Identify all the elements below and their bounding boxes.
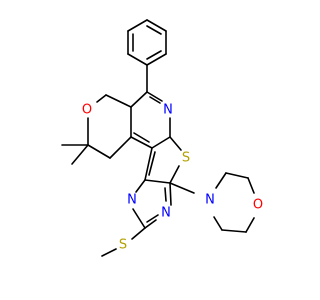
pyrimidine-nitrogen-left-label: N — [127, 193, 137, 208]
bond — [127, 19, 148, 32]
bond — [109, 136, 132, 159]
bond — [144, 147, 153, 181]
bond — [132, 208, 146, 229]
bond — [130, 136, 153, 149]
thiophene-sulfur-label: S — [182, 151, 190, 166]
bond — [164, 187, 167, 202]
bond — [215, 172, 227, 189]
bond — [101, 248, 117, 257]
molecule-canvas: O N S N N N O S — [61, 19, 264, 257]
bond — [151, 136, 171, 149]
bond-layer — [61, 19, 255, 257]
bond — [127, 53, 148, 66]
morpholine-oxygen-label: O — [253, 198, 263, 213]
atom-label-layer: O N S N N N O S — [82, 103, 263, 253]
bond — [146, 91, 163, 102]
bond — [225, 172, 249, 179]
bond — [87, 144, 111, 159]
bond — [146, 50, 162, 60]
bond — [133, 132, 150, 143]
bond — [131, 227, 146, 240]
bond — [221, 229, 247, 233]
pyridine-nitrogen-label: N — [163, 103, 173, 118]
morpholine-nitrogen-label: N — [205, 193, 215, 208]
bond — [146, 19, 167, 32]
bond — [146, 214, 159, 223]
bond — [148, 151, 156, 176]
bond — [245, 217, 255, 233]
bond — [149, 96, 161, 104]
bond — [135, 179, 146, 193]
bond — [213, 216, 223, 231]
bond — [169, 136, 182, 151]
bond — [105, 94, 132, 108]
bond — [130, 91, 148, 108]
bond — [247, 177, 255, 194]
bond — [169, 182, 195, 194]
bond — [146, 25, 162, 35]
pyran-oxygen-label: O — [82, 103, 92, 118]
bond — [71, 144, 89, 165]
pyrimidine-nitrogen-right-label: N — [161, 206, 171, 221]
methylthio-sulfur-label: S — [119, 238, 127, 253]
bond — [144, 179, 171, 184]
bond — [144, 219, 157, 229]
bond — [96, 94, 107, 103]
bond — [169, 182, 172, 206]
molecule-structure: O N S N N N O S — [61, 19, 263, 257]
bond — [146, 53, 167, 66]
bond — [169, 165, 180, 184]
